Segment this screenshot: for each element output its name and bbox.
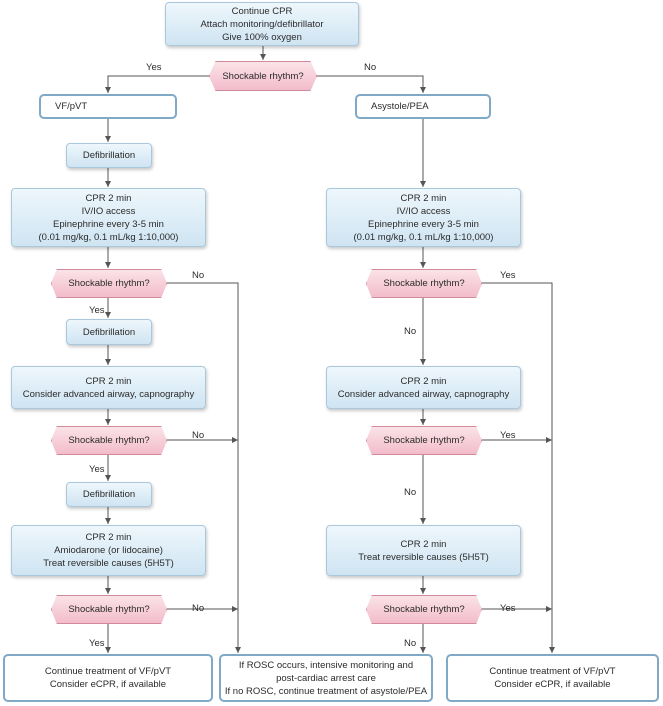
- left-cpr-epinephrine-box: CPR 2 min IV/IO access Epinephrine every…: [11, 188, 206, 247]
- edge-label-yes: Yes: [500, 603, 516, 614]
- defibrillation-label: Defibrillation: [82, 150, 136, 161]
- edge-decision-yes-left: [105, 75, 210, 93]
- edge-label-no: No: [404, 638, 417, 649]
- cpr-line-1: CPR 2 min: [85, 192, 132, 204]
- defibrillation-box-2: Defibrillation: [66, 319, 152, 345]
- cpr-line-2: IV/IO access: [81, 205, 136, 217]
- start-line-2: Attach monitoring/defibrillator: [200, 18, 324, 30]
- end-line-3: If no ROSC, continue treatment of asysto…: [224, 685, 428, 697]
- end-rosc-center: If ROSC occurs, intensive monitoring and…: [219, 654, 433, 702]
- right-cpr-reversible-causes-box: CPR 2 min Treat reversible causes (5H5T): [326, 525, 521, 576]
- edge-label-yes: Yes: [146, 62, 162, 73]
- cpr-line-2: Treat reversible causes (5H5T): [358, 551, 489, 563]
- decision-label: Shockable rhythm?: [68, 435, 150, 446]
- right-shockable-rhythm-decision-1: Shockable rhythm?: [366, 269, 482, 298]
- edge-label-no: No: [364, 62, 377, 73]
- edge-label-yes: Yes: [89, 464, 105, 475]
- cpr-line-3: Epinephrine every 3-5 min: [368, 218, 479, 230]
- cpr-line-1: CPR 2 min: [400, 375, 447, 387]
- cpr-line-2: Consider advanced airway, capnography: [337, 388, 510, 400]
- end-line-1: Continue treatment of VF/pVT: [44, 666, 172, 677]
- end-line-2: post-cardiac arrest care: [276, 672, 376, 684]
- left-shockable-rhythm-decision-3: Shockable rhythm?: [51, 595, 167, 624]
- start-line-3: Give 100% oxygen: [222, 31, 302, 43]
- edge-label-yes: Yes: [89, 638, 105, 649]
- end-line-2: Consider eCPR, if available: [49, 679, 167, 690]
- right-cpr-airway-box: CPR 2 min Consider advanced airway, capn…: [326, 366, 521, 409]
- left-shockable-rhythm-decision-1: Shockable rhythm?: [51, 269, 167, 298]
- defibrillation-box-1: Defibrillation: [66, 143, 152, 168]
- defibrillation-label: Defibrillation: [82, 489, 136, 500]
- cpr-line-1: CPR 2 min: [85, 532, 132, 543]
- edge-label-yes: Yes: [89, 305, 105, 316]
- start-box: Continue CPR Attach monitoring/defibrill…: [165, 2, 359, 46]
- cpr-line-1: CPR 2 min: [400, 192, 447, 204]
- edge-l-no-trunk: [167, 282, 241, 653]
- cpr-line-1: CPR 2 min: [85, 375, 132, 387]
- decision-label: Shockable rhythm?: [383, 278, 465, 289]
- end-line-1: If ROSC occurs, intensive monitoring and: [238, 659, 414, 671]
- vf-pvt-label: VF/pVT: [55, 101, 88, 112]
- edge-label-yes: Yes: [500, 430, 516, 441]
- end-line-1: Continue treatment of VF/pVT: [489, 666, 616, 677]
- vf-pvt-box: VF/pVT: [39, 94, 177, 119]
- edge-decision-no-right: [316, 75, 426, 93]
- cpr-line-3: Epinephrine every 3-5 min: [53, 218, 164, 230]
- cpr-line-2: Consider advanced airway, capnography: [22, 388, 195, 400]
- edge-label-no: No: [192, 270, 205, 281]
- end-continue-vf-pvt-left: Continue treatment of VF/pVT Consider eC…: [3, 654, 213, 702]
- left-cpr-amiodarone-box: CPR 2 min Amiodarone (or lidocaine) Trea…: [11, 525, 206, 576]
- defibrillation-label: Defibrillation: [82, 326, 136, 338]
- cpr-line-4: (0.01 mg/kg, 0.1 mL/kg 1:10,000): [38, 231, 179, 243]
- asystole-pea-label: Asystole/PEA: [371, 101, 429, 112]
- cpr-line-1: CPR 2 min: [400, 538, 447, 550]
- right-cpr-epinephrine-box: CPR 2 min IV/IO access Epinephrine every…: [326, 188, 521, 247]
- shockable-rhythm-decision-initial: Shockable rhythm?: [209, 61, 317, 91]
- cpr-line-2: Amiodarone (or lidocaine): [54, 545, 163, 556]
- cpr-line-3: Treat reversible causes (5H5T): [43, 558, 174, 569]
- edge-label-no: No: [192, 430, 205, 441]
- left-shockable-rhythm-decision-2: Shockable rhythm?: [51, 426, 167, 455]
- right-shockable-rhythm-decision-3: Shockable rhythm?: [366, 595, 482, 624]
- cpr-line-2: IV/IO access: [396, 205, 451, 217]
- decision-label: Shockable rhythm?: [68, 604, 150, 615]
- left-cpr-airway-box: CPR 2 min Consider advanced airway, capn…: [11, 366, 206, 409]
- end-continue-vf-pvt-right: Continue treatment of VF/pVT Consider eC…: [446, 654, 659, 702]
- cpr-line-4: (0.01 mg/kg, 0.1 mL/kg 1:10,000): [353, 231, 494, 243]
- edge-label-no: No: [192, 603, 205, 614]
- decision-label: Shockable rhythm?: [383, 604, 465, 615]
- right-shockable-rhythm-decision-2: Shockable rhythm?: [366, 426, 482, 455]
- edge-label-no: No: [404, 487, 417, 498]
- end-line-2: Consider eCPR, if available: [494, 679, 611, 690]
- edge-label-no: No: [404, 326, 417, 337]
- decision-label: Shockable rhythm?: [383, 435, 465, 446]
- asystole-pea-box: Asystole/PEA: [355, 94, 491, 119]
- decision-label: Shockable rhythm?: [222, 70, 304, 82]
- decision-label: Shockable rhythm?: [68, 278, 150, 289]
- defibrillation-box-3: Defibrillation: [66, 482, 152, 507]
- start-line-1: Continue CPR: [231, 5, 293, 17]
- edge-r-yes-trunk: [482, 282, 555, 653]
- edge-label-yes: Yes: [500, 270, 516, 281]
